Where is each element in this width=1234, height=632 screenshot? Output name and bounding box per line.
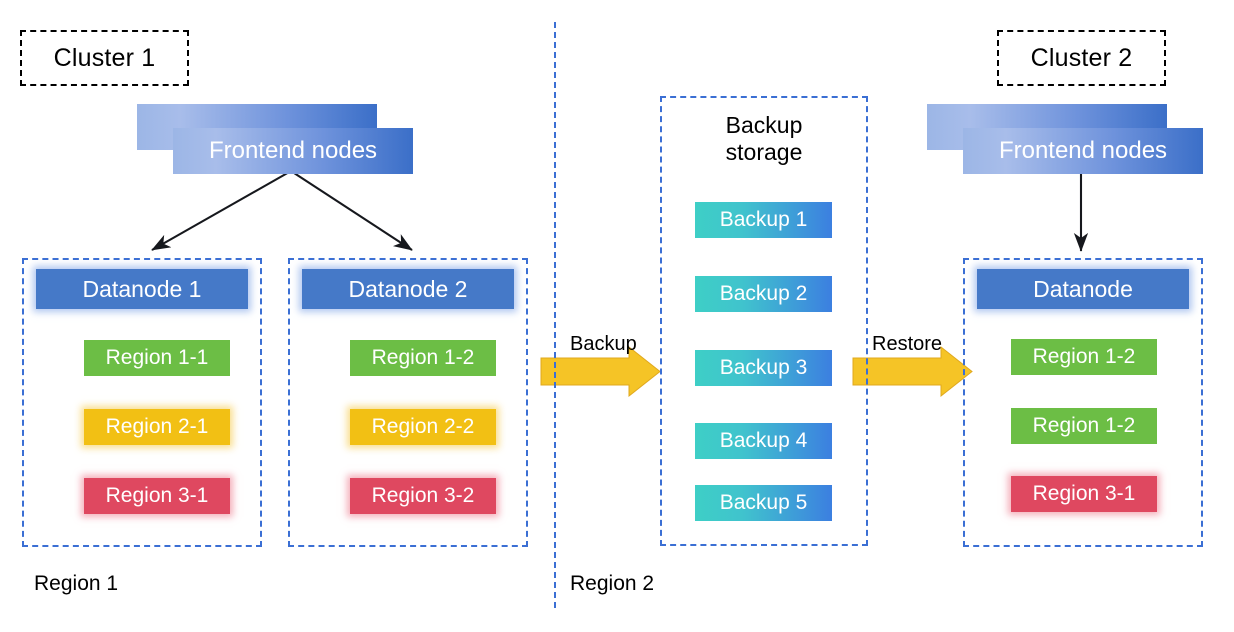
backup-item-1-label: Backup 2 [719,282,808,305]
datanode2-region-1[interactable]: Region 2-2 [350,409,496,445]
datanode1-region-1[interactable]: Region 2-1 [84,409,230,445]
backup-item-2[interactable]: Backup 3 [695,350,832,386]
datanode1-region-2[interactable]: Region 3-1 [84,478,230,514]
footer-region-left: Region 1 [34,572,119,595]
frontend-node-front-slab-2: Frontend nodes [963,128,1203,174]
datanode2-container[interactable]: Datanode 2 Region 1-2 Region 2-2 Region … [288,258,528,547]
cluster2-datanode-container[interactable]: Datanode Region 1-2 Region 1-2 Region 3-… [963,258,1203,547]
datanode2-region-0-label: Region 1-2 [371,346,475,369]
datanode2-header[interactable]: Datanode 2 [302,269,514,309]
backup-item-4[interactable]: Backup 5 [695,485,832,521]
datanode1-header[interactable]: Datanode 1 [36,269,248,309]
datanode2-region-2-label: Region 3-2 [371,484,475,507]
region-divider [554,22,556,608]
frontend-node-front-slab: Frontend nodes [173,128,413,174]
datanode2-header-label: Datanode 2 [348,275,468,302]
cluster1-frontend-label: Frontend nodes [208,137,378,164]
restore-flow-label: Restore [872,333,943,355]
arrow-frontend-to-datanode2 [290,170,413,251]
cluster2-datanode-header[interactable]: Datanode [977,269,1189,309]
datanode1-region-0[interactable]: Region 1-1 [84,340,230,376]
backup-item-3-label: Backup 4 [719,429,808,452]
cluster2-frontend-nodes[interactable]: Frontend nodes [927,104,1203,174]
backup-item-0[interactable]: Backup 1 [695,202,832,238]
backup-flow-label: Backup [570,333,637,355]
backup-item-3[interactable]: Backup 4 [695,423,832,459]
cluster2-datanode-region-2-label: Region 3-1 [1032,482,1136,505]
datanode2-region-2[interactable]: Region 3-2 [350,478,496,514]
datanode2-region-0[interactable]: Region 1-2 [350,340,496,376]
backup-item-2-label: Backup 3 [719,356,808,379]
backup-storage-title: Backup storage [725,112,803,166]
arrow-frontend-to-datanode1 [151,170,292,251]
datanode1-container[interactable]: Datanode 1 Region 1-1 Region 2-1 Region … [22,258,262,547]
cluster2-datanode-region-1[interactable]: Region 1-2 [1011,408,1157,444]
datanode1-region-1-label: Region 2-1 [105,415,209,438]
backup-item-1[interactable]: Backup 2 [695,276,832,312]
datanode1-header-label: Datanode 1 [82,275,202,302]
datanode1-region-0-label: Region 1-1 [105,346,209,369]
cluster2-label: Cluster 2 [1030,43,1133,72]
datanode2-region-1-label: Region 2-2 [371,415,475,438]
cluster2-frontend-label: Frontend nodes [998,137,1168,164]
cluster1-frontend-nodes[interactable]: Frontend nodes [137,104,413,174]
cluster2-datanode-region-1-label: Region 1-2 [1032,414,1136,437]
cluster2-datanode-header-label: Datanode [1033,275,1133,302]
backup-item-0-label: Backup 1 [719,208,808,231]
cluster1-label-box: Cluster 1 [20,30,189,86]
datanode1-region-2-label: Region 3-1 [105,484,209,507]
footer-region-right: Region 2 [570,572,655,595]
cluster2-datanode-region-0[interactable]: Region 1-2 [1011,339,1157,375]
cluster2-datanode-region-0-label: Region 1-2 [1032,345,1136,368]
backup-item-4-label: Backup 5 [719,491,808,514]
cluster2-label-box: Cluster 2 [997,30,1166,86]
backup-storage-container[interactable]: Backup storage Backup 1 Backup 2 Backup … [660,96,868,546]
cluster2-datanode-region-2[interactable]: Region 3-1 [1011,476,1157,512]
cluster1-label: Cluster 1 [53,43,156,72]
